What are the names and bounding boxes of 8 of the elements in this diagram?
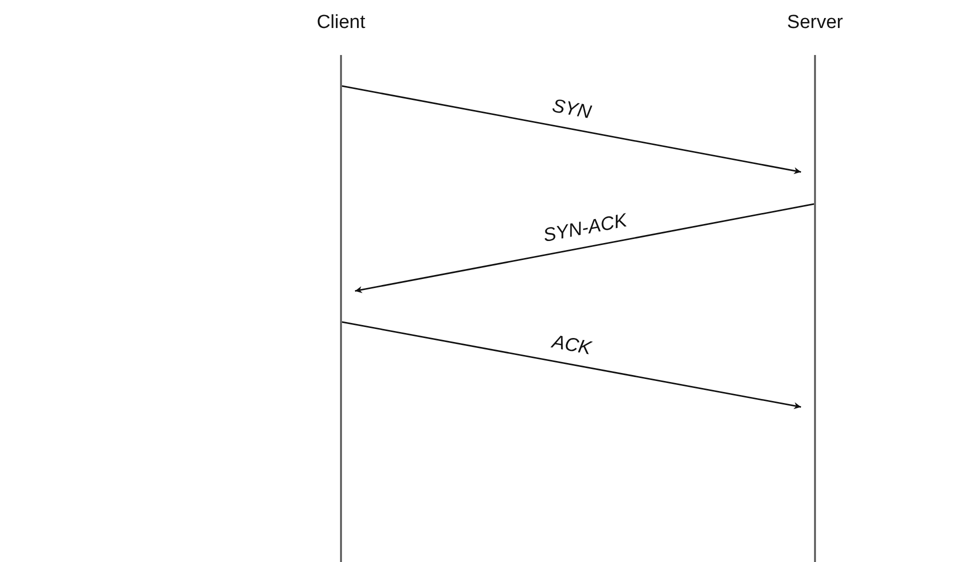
message-arrow <box>342 321 802 410</box>
message-arrow <box>342 85 802 174</box>
message-arrow <box>354 203 814 294</box>
participant-label: Client <box>316 12 366 34</box>
edge-label: SYN <box>550 96 593 124</box>
participant-label: Server <box>786 12 844 34</box>
edge-label: SYN-ACK <box>541 210 628 248</box>
edge-label: ACK <box>550 331 593 360</box>
